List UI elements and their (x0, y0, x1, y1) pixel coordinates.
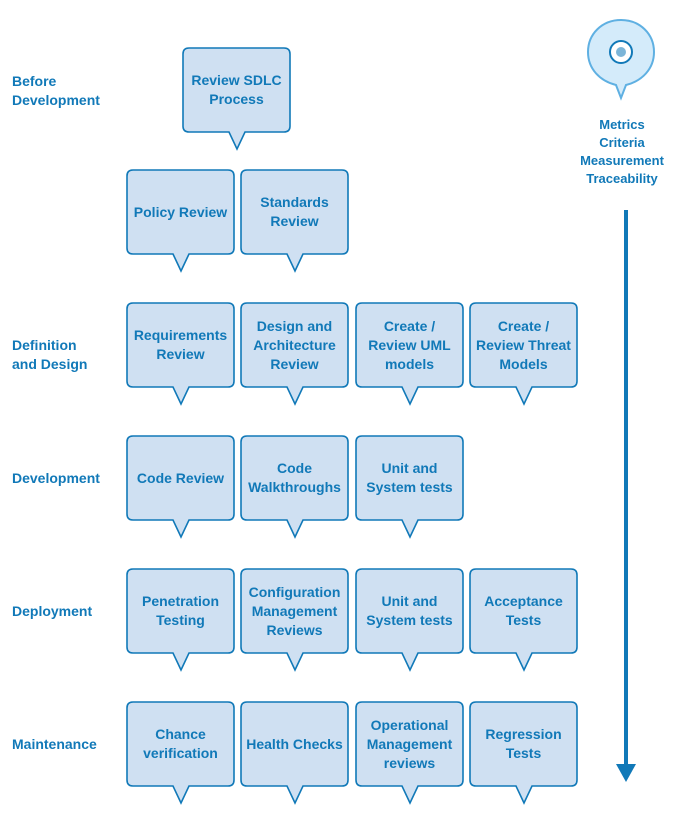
activity-card: Health Checks (240, 701, 349, 805)
activity-card: Penetration Testing (126, 568, 235, 672)
activity-card: Unit and System tests (355, 568, 464, 672)
activity-label: Review SDLC Process (191, 72, 282, 107)
activity-card: Operational Management reviews (355, 701, 464, 805)
callout-shape (126, 302, 235, 406)
activity-card: Regression Tests (469, 701, 578, 805)
activity-card: Create / Review Threat Models (469, 302, 578, 406)
activity-label: Standards Review (260, 194, 329, 229)
activity-label: Acceptance Tests (484, 593, 563, 628)
activity-card: Unit and System tests (355, 435, 464, 539)
callout-shape (469, 568, 578, 672)
callout-shape (240, 701, 349, 805)
activity-label: Design and Architecture Review (253, 317, 336, 372)
activity-label: Regression Tests (485, 726, 562, 761)
callout-shape (355, 302, 464, 406)
callout-shape (126, 169, 235, 273)
callout-shape (469, 701, 578, 805)
callout-shape (355, 435, 464, 539)
activity-label: Create / Review Threat Models (476, 317, 571, 372)
activity-label: Requirements Review (133, 327, 228, 362)
callout-shape (469, 302, 578, 406)
phase-label-deployment: Deployment (12, 603, 93, 619)
callout-shape (126, 435, 235, 539)
location-pin-icon (586, 18, 656, 101)
callout-shape (126, 701, 235, 805)
metrics-label: Metrics Criteria Measurement Traceabilit… (580, 117, 664, 186)
callout-shape (355, 568, 464, 672)
timeline-arrow (616, 210, 636, 782)
activity-card: Create / Review UML models (355, 302, 464, 406)
activity-label: Health Checks (246, 735, 343, 752)
activity-label: Penetration Testing (141, 593, 219, 628)
phase-label-definition-and-design: Definition and Design (12, 337, 88, 372)
activity-card: Code Review (126, 435, 235, 539)
activity-label: Create / Review UML models (368, 317, 451, 372)
callout-shape (240, 302, 349, 406)
callout-shape (182, 47, 291, 151)
activity-card: Chance verification (126, 701, 235, 805)
activity-card: Requirements Review (126, 302, 235, 406)
callout-shape (240, 435, 349, 539)
activity-label: Code Walkthroughs (248, 460, 341, 495)
activity-label: Chance verification (143, 726, 218, 761)
activity-card: Configuration Management Reviews (240, 568, 349, 672)
phase-label-development: Development (12, 470, 100, 486)
phase-label-before-development: Before Development (12, 73, 100, 108)
activity-label: Operational Management reviews (366, 716, 453, 771)
activity-card: Code Walkthroughs (240, 435, 349, 539)
activity-card: Policy Review (126, 169, 235, 273)
callout-shape (240, 169, 349, 273)
activity-label: Configuration Management Reviews (248, 583, 341, 638)
callout-shape (126, 568, 235, 672)
activity-card: Standards Review (240, 169, 349, 273)
activity-card: Design and Architecture Review (240, 302, 349, 406)
activity-label: Unit and System tests (366, 460, 453, 495)
callout-shape (355, 701, 464, 805)
activity-card: Acceptance Tests (469, 568, 578, 672)
activity-label: Unit and System tests (366, 593, 453, 628)
activity-label: Policy Review (133, 203, 228, 220)
phase-label-maintenance: Maintenance (12, 736, 97, 752)
activity-label: Code Review (136, 469, 225, 486)
activity-card: Review SDLC Process (182, 47, 291, 151)
callout-shape (240, 568, 349, 672)
